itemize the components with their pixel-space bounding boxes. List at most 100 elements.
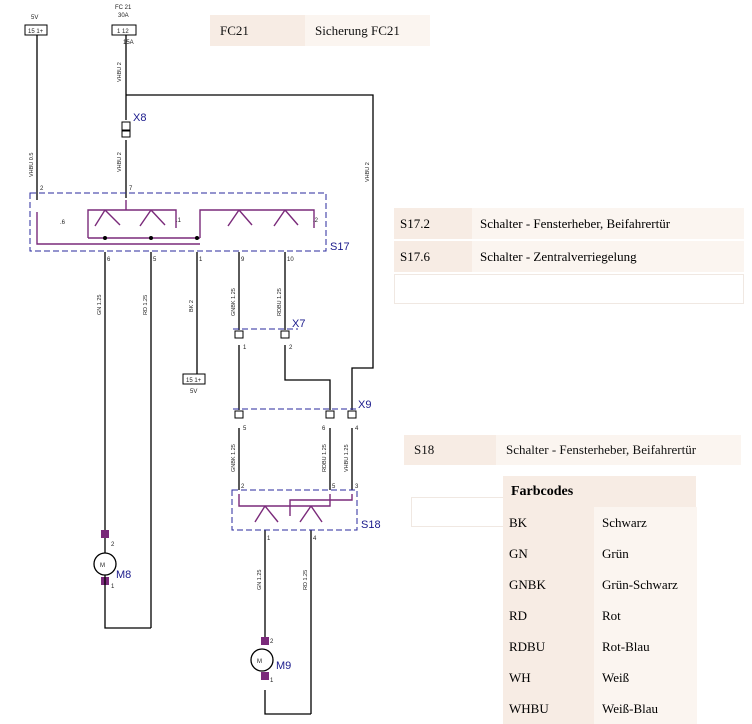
color-name: Rot [594, 600, 697, 631]
svg-text:FC 21: FC 21 [115, 5, 132, 11]
svg-text:BK 2: BK 2 [189, 300, 195, 312]
svg-text:VHBU 2: VHBU 2 [117, 152, 123, 172]
svg-text:2: 2 [270, 639, 274, 645]
svg-text:5V: 5V [190, 389, 197, 395]
color-code: WH [503, 662, 594, 693]
svg-text:1: 1 [267, 536, 271, 542]
svg-text:1: 1 [243, 345, 247, 351]
color-code-row: RDBU Rot-Blau [503, 631, 703, 662]
color-code: BK [503, 507, 594, 538]
svg-text:X8: X8 [133, 112, 146, 124]
svg-text:RDBU 1.25: RDBU 1.25 [277, 288, 283, 316]
svg-text:.2: .2 [313, 218, 319, 224]
svg-text:VHBU 2: VHBU 2 [117, 62, 123, 82]
svg-text:15 1+: 15 1+ [28, 29, 44, 35]
s17-legend-table: S17.2 Schalter - Fensterheber, Beifahrer… [394, 208, 744, 304]
svg-text:1: 1 [199, 257, 203, 263]
svg-text:1: 1 [270, 678, 274, 684]
legend-code: S17.6 [394, 241, 472, 272]
svg-text:GNBK 1.25: GNBK 1.25 [231, 444, 237, 472]
color-name: Weiß-Blau [594, 693, 697, 724]
svg-text:9: 9 [241, 257, 245, 263]
legend-description: Schalter - Fensterheber, Beifahrertür [496, 435, 741, 465]
legend-code: S17.2 [394, 208, 472, 239]
fuse-code: FC21 [210, 15, 305, 46]
svg-text:2: 2 [289, 345, 293, 351]
legend-description: Schalter - Fensterheber, Beifahrertür [472, 208, 744, 239]
legend-description: Schalter - Zentralverriegelung [472, 241, 744, 272]
svg-text:5: 5 [153, 257, 157, 263]
legend-code: S18 [404, 435, 496, 465]
switch-s17: S17 .6 .1 .2 2 7 6 5 1 9 10 [29, 186, 350, 263]
black-wires [36, 35, 374, 715]
fuse-description: Sicherung FC21 [305, 15, 430, 46]
svg-text:5: 5 [243, 426, 247, 432]
motor-m8: M M8 2 1 [93, 530, 131, 598]
svg-text:3: 3 [355, 484, 359, 490]
color-code: GN [503, 538, 594, 569]
svg-text:4: 4 [355, 426, 359, 432]
svg-text:2: 2 [111, 542, 115, 548]
svg-text:M8: M8 [116, 569, 131, 581]
color-code-row: GN Grün [503, 538, 703, 569]
legend-empty-row [394, 274, 744, 304]
svg-text:GN 1.25: GN 1.25 [97, 295, 103, 315]
svg-text:S18: S18 [361, 519, 381, 531]
svg-text:RD 1.25: RD 1.25 [303, 570, 309, 590]
connector-x7: X7 1 2 [233, 318, 305, 351]
svg-text:.6: .6 [60, 220, 66, 226]
svg-text:4: 4 [313, 536, 317, 542]
color-code-title: Farbcodes [503, 476, 696, 507]
svg-text:15 1+: 15 1+ [186, 378, 202, 384]
svg-text:2: 2 [241, 484, 245, 490]
svg-text:VHBU 2: VHBU 2 [365, 162, 371, 182]
svg-text:1 12: 1 12 [117, 29, 129, 35]
connector-x9: X9 5 6 4 [233, 399, 371, 432]
fuse-fc21-box: FC 21 30A 1 12 15A [111, 5, 137, 46]
svg-text:15A: 15A [123, 40, 134, 46]
wire-labels: VHBU 2 VHBU 2 VHBU 0.5 VHBU 2 GN 1.25 RD… [29, 62, 371, 590]
legend-row: S17.2 Schalter - Fensterheber, Beifahrer… [394, 208, 744, 239]
color-code-row: GNBK Grün-Schwarz [503, 569, 703, 600]
color-name: Grün-Schwarz [594, 569, 697, 600]
svg-text:.1: .1 [176, 218, 182, 224]
terminal-15-left: 5V 15 1+ [24, 15, 48, 36]
svg-text:GNBK 1.25: GNBK 1.25 [231, 288, 237, 316]
s18-legend-row: S18 Schalter - Fensterheber, Beifahrertü… [404, 435, 741, 465]
svg-text:1: 1 [111, 584, 115, 590]
color-code: WHBU [503, 693, 594, 724]
svg-text:M9: M9 [276, 660, 291, 672]
svg-text:S17: S17 [330, 241, 350, 253]
color-code-row: RD Rot [503, 600, 703, 631]
svg-text:5: 5 [332, 484, 336, 490]
svg-text:VHBU 0.5: VHBU 0.5 [29, 153, 35, 177]
svg-text:7: 7 [129, 186, 133, 192]
svg-text:M: M [257, 659, 262, 665]
fuse-legend-row: FC21 Sicherung FC21 [210, 15, 430, 46]
color-code-row: WH Weiß [503, 662, 703, 693]
terminal-15-lower: 15 1+ 5V [182, 373, 206, 395]
svg-text:M: M [100, 563, 105, 569]
color-code-table: Farbcodes BK Schwarz GN Grün GNBK Grün-S… [503, 476, 703, 724]
svg-text:6: 6 [107, 257, 111, 263]
svg-text:RD 1.25: RD 1.25 [143, 295, 149, 315]
color-code-row: BK Schwarz [503, 507, 703, 538]
svg-text:GN 1.25: GN 1.25 [257, 570, 263, 590]
color-name: Grün [594, 538, 697, 569]
color-name: Rot-Blau [594, 631, 697, 662]
legend-row: S17.6 Schalter - Zentralverriegelung [394, 241, 744, 272]
color-name: Weiß [594, 662, 697, 693]
svg-text:VHBU 1.25: VHBU 1.25 [344, 444, 350, 472]
svg-text:6: 6 [322, 426, 326, 432]
legend-empty-row [411, 497, 506, 527]
svg-text:RDBU 1.25: RDBU 1.25 [322, 444, 328, 472]
svg-text:X7: X7 [292, 318, 305, 330]
svg-text:X9: X9 [358, 399, 371, 411]
color-code: GNBK [503, 569, 594, 600]
svg-text:5V: 5V [31, 15, 38, 21]
svg-text:30A: 30A [118, 13, 129, 19]
switch-s18: S18 2 5 3 1 4 [231, 484, 381, 542]
color-name: Schwarz [594, 507, 697, 538]
motor-m9: M M9 2 1 [250, 637, 291, 684]
